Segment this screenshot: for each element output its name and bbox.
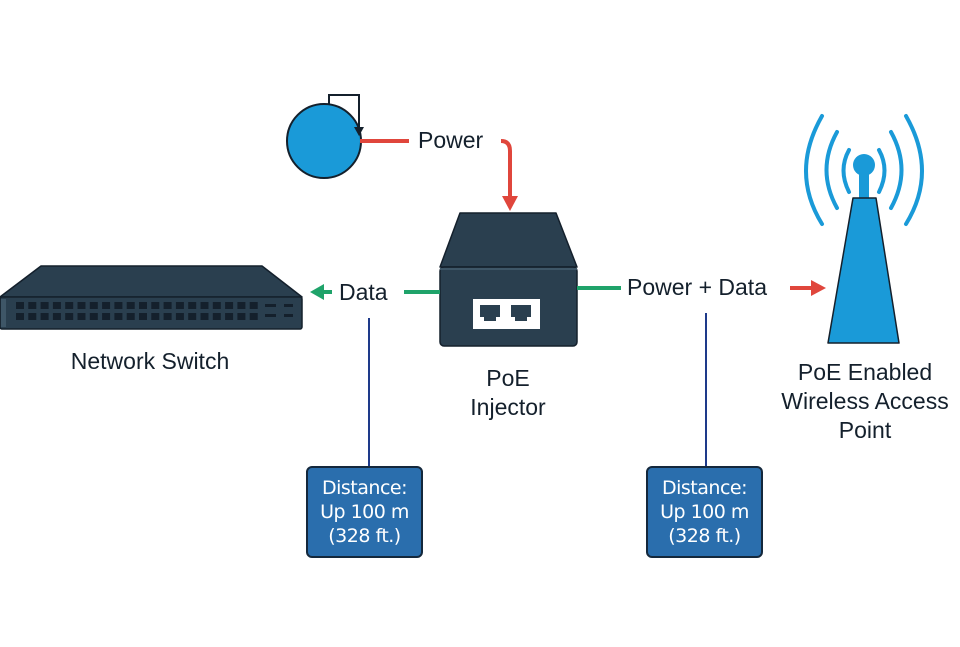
distance-callout-line3: (328 ft.) [328, 525, 401, 547]
switch-port [40, 313, 49, 320]
switch-port [249, 302, 258, 309]
switch-port [249, 313, 258, 320]
signal-wave-outer-right [904, 114, 924, 226]
distance-callout-line2: Up 100 m [660, 501, 749, 523]
signal-wave-outer-left [804, 114, 824, 226]
switch-port [114, 302, 123, 309]
access-point-label: PoE Enabled Wireless Access Point [770, 358, 960, 445]
switch-port [126, 302, 135, 309]
poe-injector-label-line1: PoE [486, 365, 530, 391]
ethernet-port-icon [480, 305, 500, 321]
switch-port [151, 302, 160, 309]
power-data-arrowhead [811, 280, 826, 296]
access-point-label-line1: PoE Enabled [797, 359, 933, 385]
switch-port [188, 313, 197, 320]
data-arrowhead [310, 284, 324, 300]
distance-callout-left: Distance: Up 100 m (328 ft.) [306, 466, 423, 558]
switch-port [212, 313, 221, 320]
switch-port [65, 302, 74, 309]
network-switch-label: Network Switch [70, 348, 230, 374]
poe-injector-icon [439, 212, 578, 347]
poe-injector-label: PoE Injector [438, 364, 578, 422]
signal-wave-mid-left [824, 130, 839, 210]
data-line [310, 284, 440, 300]
switch-port [139, 313, 147, 320]
switch-ports [16, 302, 258, 320]
signal-wave-inner-right [877, 148, 887, 194]
switch-port [175, 302, 184, 309]
power-source-icon [286, 94, 364, 179]
switch-port [28, 302, 37, 309]
switch-port [114, 313, 123, 320]
switch-port [163, 302, 172, 309]
power-line [360, 139, 518, 211]
poe-injector-label-line2: Injector [470, 394, 546, 420]
switch-port [65, 313, 74, 320]
ethernet-port-icon [511, 305, 531, 321]
data-label: Data [339, 279, 388, 305]
switch-port [52, 313, 61, 320]
switch-port [237, 313, 246, 320]
switch-port [163, 313, 172, 320]
switch-port [188, 302, 197, 309]
wireless-tower-icon [804, 114, 924, 344]
switch-port [102, 302, 111, 309]
distance-callout-line1: Distance: [322, 477, 407, 499]
signal-wave-inner-left [841, 148, 851, 194]
distance-callout-line2: Up 100 m [320, 501, 409, 523]
access-point-label-line3: Point [838, 417, 892, 443]
switch-port [77, 302, 86, 309]
switch-port [200, 302, 209, 309]
switch-port [151, 313, 160, 320]
switch-port [175, 313, 184, 320]
distance-callout-right: Distance: Up 100 m (328 ft.) [646, 466, 763, 558]
switch-port [40, 302, 49, 309]
switch-port [102, 313, 111, 320]
network-switch-icon [0, 265, 303, 330]
distance-callout-line3: (328 ft.) [668, 525, 741, 547]
signal-wave-mid-right [889, 130, 904, 210]
switch-port [28, 313, 37, 320]
switch-port [52, 302, 61, 309]
switch-port [77, 313, 86, 320]
power-label: Power [418, 127, 484, 153]
access-point-label-line2: Wireless Access [781, 388, 949, 414]
power-data-label: Power + Data [627, 274, 767, 300]
switch-port [16, 313, 24, 320]
switch-port [139, 302, 147, 309]
switch-port [126, 313, 135, 320]
switch-port [89, 302, 98, 309]
distance-callout-line1: Distance: [662, 477, 747, 499]
switch-port [225, 302, 234, 309]
switch-port [200, 313, 209, 320]
switch-port [212, 302, 221, 309]
switch-port [89, 313, 98, 320]
switch-port [16, 302, 24, 309]
power-arrowhead [502, 196, 518, 211]
switch-port [237, 302, 246, 309]
power-data-line [577, 280, 826, 296]
switch-port [225, 313, 234, 320]
